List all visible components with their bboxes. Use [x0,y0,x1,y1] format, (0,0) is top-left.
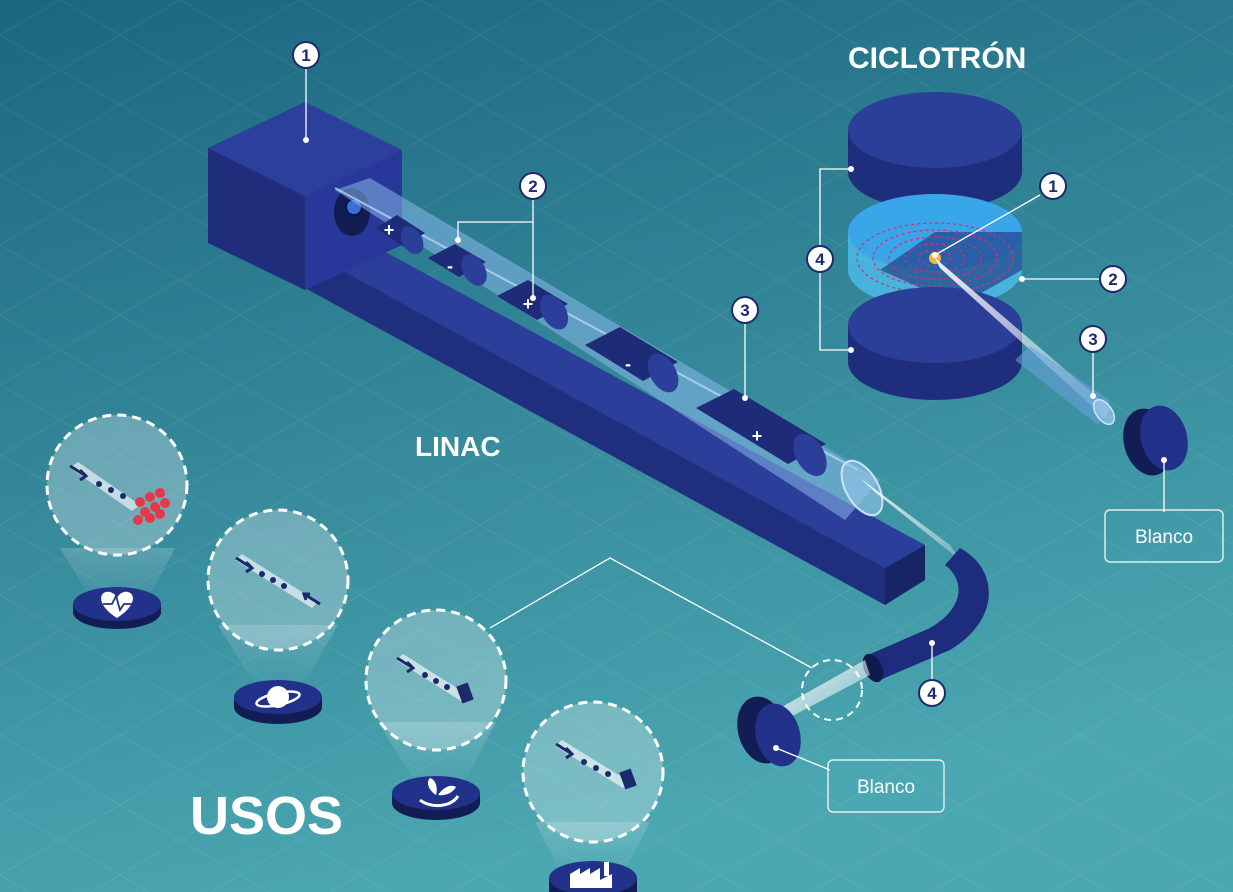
use-industry [521,700,665,892]
heart-pulse-icon [101,591,133,618]
ciclotron-number-4 [806,245,834,273]
linac: + - + - + Blanco 1 2 [208,41,989,813]
drift-tube [376,215,425,254]
planet-icon [255,686,301,708]
ciclotron-number-2-text: 2 [1108,270,1117,289]
linac-number-4-text: 4 [927,684,937,703]
ciclotron-number-3 [1079,325,1107,353]
ciclotron-number-1-text: 1 [1048,177,1057,196]
uses-title: USOS [190,786,343,846]
linac-target-label: Blanco [857,777,915,798]
linac-title: LINAC [415,431,501,462]
ciclotron-number-2 [1099,265,1127,293]
linac-2-dot-a [455,237,461,243]
leaf-hand-icon [419,778,460,807]
ciclotron-4-dot-b [848,347,854,353]
dee-cutout [880,232,1022,305]
linac-number-1 [292,41,320,69]
drift-tube [428,244,487,286]
ciclotron-target-label: Blanco [1135,527,1193,548]
ciclotron-number-4-text: 4 [815,250,825,269]
ciclotron-number-3-text: 3 [1088,330,1097,349]
source-box-top [208,102,402,196]
use-space [206,508,350,724]
linac-tube-end [840,459,884,517]
ciclotron-3-dot [1090,393,1096,399]
linac-number-1-text: 1 [301,46,310,65]
electrode-sign-2: - [447,256,453,276]
linac-base-front [305,250,885,605]
top-magnet [848,92,1022,210]
linac-number-2-text: 2 [528,177,537,196]
ciclotron-1-leader [934,194,1041,256]
linac-number-4 [918,679,946,707]
linac-number-3 [731,296,759,324]
ciclotron-4-dot-a [848,166,854,172]
linac-3-dot [742,395,748,401]
linac-output-beam [860,478,960,560]
linac-base-top [305,230,925,568]
drift-tube [585,327,679,393]
linac-2-leader [457,221,534,298]
extraction-tube [1015,346,1116,426]
ciclotron-target-label-box [1104,509,1224,563]
linac-base-side [885,545,925,605]
use-medical [45,413,189,629]
electrode-sign-3: + [523,294,534,314]
source-box-left [208,148,305,290]
linac-target-leader [775,747,831,771]
beam-zoom-circle [801,659,863,721]
beam-to-target [780,660,870,720]
linac-target-label-box [827,759,945,813]
electrode-sign-4: - [625,354,631,374]
bottom-magnet [848,287,1022,400]
linac-target-dot [773,745,779,751]
ciclotron-number-1 [1039,172,1067,200]
ciclotron-1-dot [932,252,938,258]
nucleus-cluster [133,488,170,525]
linac-2-dot-b [530,295,536,301]
linac-1-dot [303,137,309,143]
ciclotron: CICLOTRÓN [806,41,1224,563]
ciclotron-target-dot [1161,457,1167,463]
ciclotron-title: CICLOTRÓN [848,41,1026,75]
uses-section: USOS [45,413,813,892]
beam-pipe-bend [868,548,989,680]
dee-chamber [848,194,1022,308]
ciclotron-target [1123,405,1188,476]
use-environment [364,608,508,820]
linac-4-dot [929,640,935,646]
ciclotron-2-dot [1019,276,1025,282]
electrode-sign-5: + [752,426,763,446]
drift-tube [696,389,827,477]
electrode-sign-1: + [384,220,395,240]
uses-connector [489,557,813,669]
linac-number-3-text: 3 [740,301,749,320]
factory-icon [570,862,612,888]
linac-number-2 [519,172,547,200]
